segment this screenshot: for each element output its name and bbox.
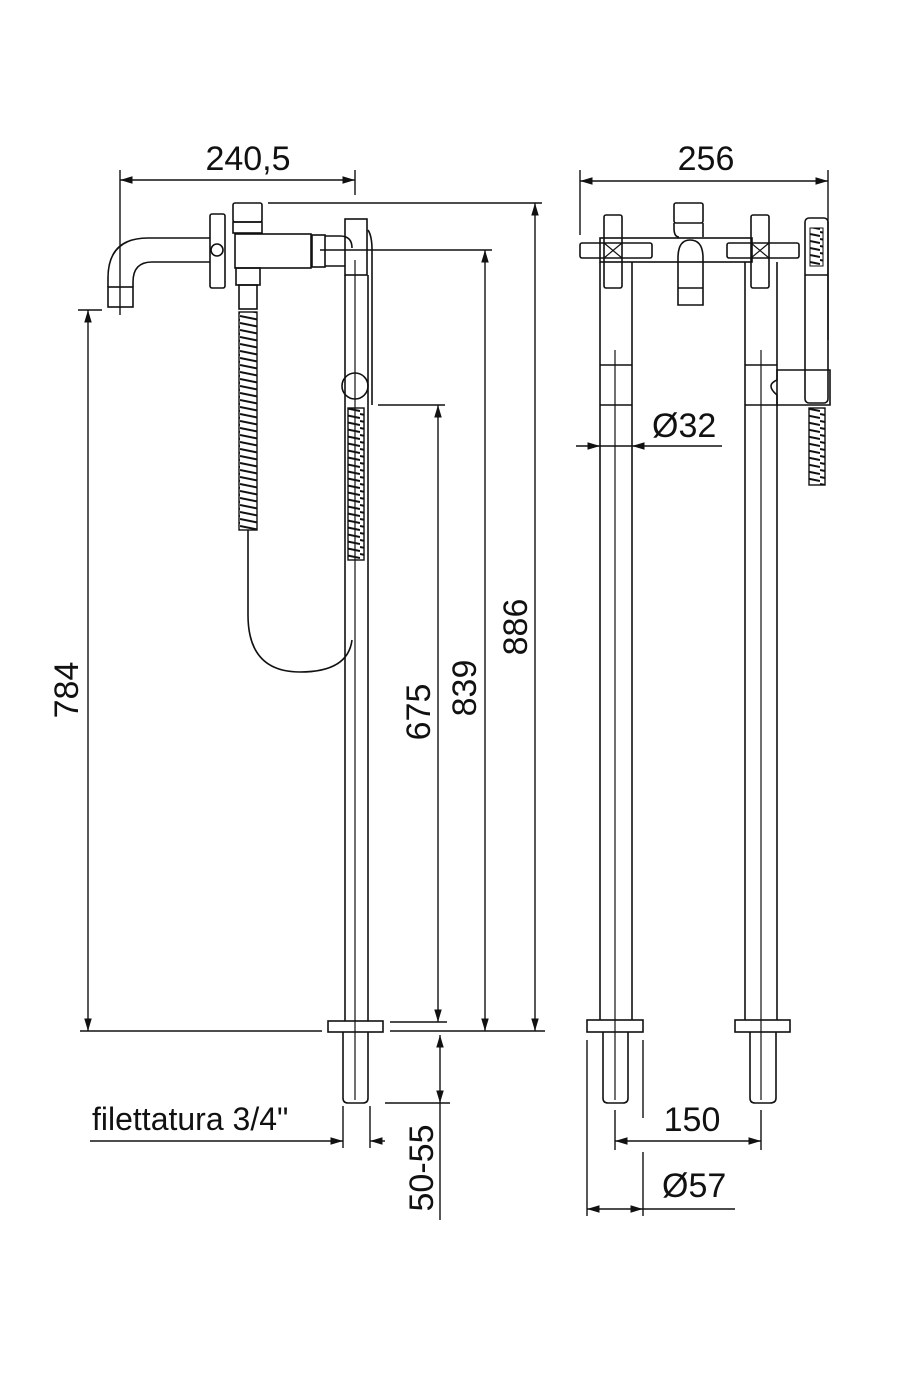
cross-handle bbox=[209, 213, 226, 289]
thread-label: filettatura 3/4" bbox=[92, 1101, 288, 1137]
dim-total-width: 256 bbox=[678, 140, 735, 178]
dim-spout-height: 784 bbox=[48, 662, 86, 719]
spout bbox=[107, 237, 210, 308]
dim-flange-diameter: Ø57 bbox=[662, 1167, 726, 1205]
mixer-body bbox=[234, 233, 312, 269]
left-column bbox=[599, 262, 633, 1100]
dim-pipe-diameter: Ø32 bbox=[652, 407, 716, 445]
diverter-button bbox=[232, 202, 263, 234]
left-cross-handle bbox=[579, 214, 653, 289]
shower-holder bbox=[341, 372, 369, 400]
center-spout bbox=[673, 202, 704, 306]
dim-thread-length: 50-55 bbox=[403, 1125, 441, 1212]
dim-pipe-spacing: 150 bbox=[664, 1101, 721, 1139]
nut bbox=[311, 234, 326, 268]
side-view: 240,5 784 675 839 886 50-55 filettatura … bbox=[48, 140, 545, 1220]
dim-holder-height: 675 bbox=[400, 684, 438, 741]
dim-total-height: 886 bbox=[497, 599, 535, 656]
right-column bbox=[744, 262, 778, 1100]
front-view: 256 Ø32 150 Ø57 bbox=[576, 140, 831, 1216]
right-floor-flange bbox=[734, 1019, 791, 1104]
right-cross-handle bbox=[726, 214, 800, 289]
dim-spout-reach: 240,5 bbox=[205, 140, 290, 178]
dim-outlet-height: 839 bbox=[446, 660, 484, 717]
left-floor-flange bbox=[586, 1019, 644, 1104]
column bbox=[344, 218, 373, 1100]
floor-flange bbox=[327, 1020, 384, 1104]
riser-bend bbox=[325, 235, 353, 267]
mixer-bar bbox=[599, 237, 753, 263]
shower-hose bbox=[235, 267, 365, 673]
